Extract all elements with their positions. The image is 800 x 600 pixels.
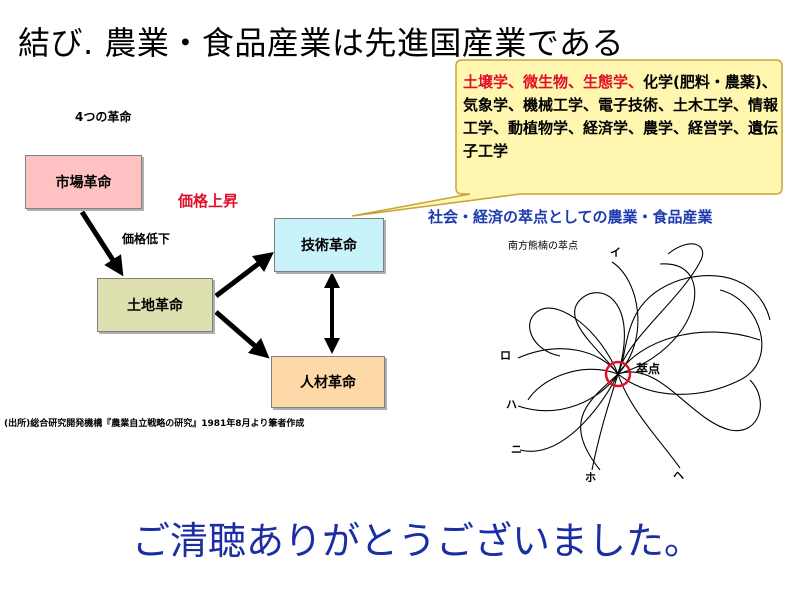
kana-ha: ハ xyxy=(506,398,517,411)
nodal-curves xyxy=(517,243,771,471)
callout-rest-text: 化学(肥料・農薬)、気象学、機械工学、電子技術、土木工学、情報工学、動植物学、経… xyxy=(463,73,779,160)
price-down-label: 価格低下 xyxy=(122,232,171,246)
kana-ho: ホ xyxy=(585,471,596,484)
box-land-revolution: 土地革命 xyxy=(97,278,213,332)
box-people-revolution: 人材革命 xyxy=(271,356,385,408)
callout-text: 土壌学、微生物、生態学、化学(肥料・農薬)、気象学、機械工学、電子技術、土木工学… xyxy=(463,71,781,163)
nodal-point-circle xyxy=(604,360,632,388)
box-tech-revolution: 技術革命 xyxy=(274,218,384,272)
price-up-label: 価格上昇 xyxy=(178,192,239,210)
kana-ro: ロ xyxy=(500,349,511,362)
source-note: (出所)総合研究開発機構『農業自立戦略の研究』1981年8月より筆者作成 xyxy=(4,419,305,429)
closing-message: ご清聴ありがとうございました。 xyxy=(132,519,703,563)
arrow-market-to-land xyxy=(79,210,124,277)
arrow-land-to-tech xyxy=(214,251,274,298)
kana-ni: ニ xyxy=(511,443,522,456)
slide-title: 結び. 農業・食品産業は先進国産業である xyxy=(18,24,625,62)
revolutions-title: 4つの革命 xyxy=(75,110,132,124)
society-title: 社会・経済の萃点としての農業・食品産業 xyxy=(428,208,713,226)
kana-i: イ xyxy=(610,246,621,259)
callout-red-text: 土壌学、微生物、生態学、 xyxy=(463,73,644,91)
nodal-title: 南方熊楠の萃点 xyxy=(508,241,578,252)
arrow-land-to-people xyxy=(214,310,270,359)
box-market-revolution: 市場革命 xyxy=(25,155,142,209)
nodal-point-label: 萃点 xyxy=(636,362,661,376)
callout-bubble xyxy=(351,59,783,217)
kana-he: ヘ xyxy=(673,469,684,482)
